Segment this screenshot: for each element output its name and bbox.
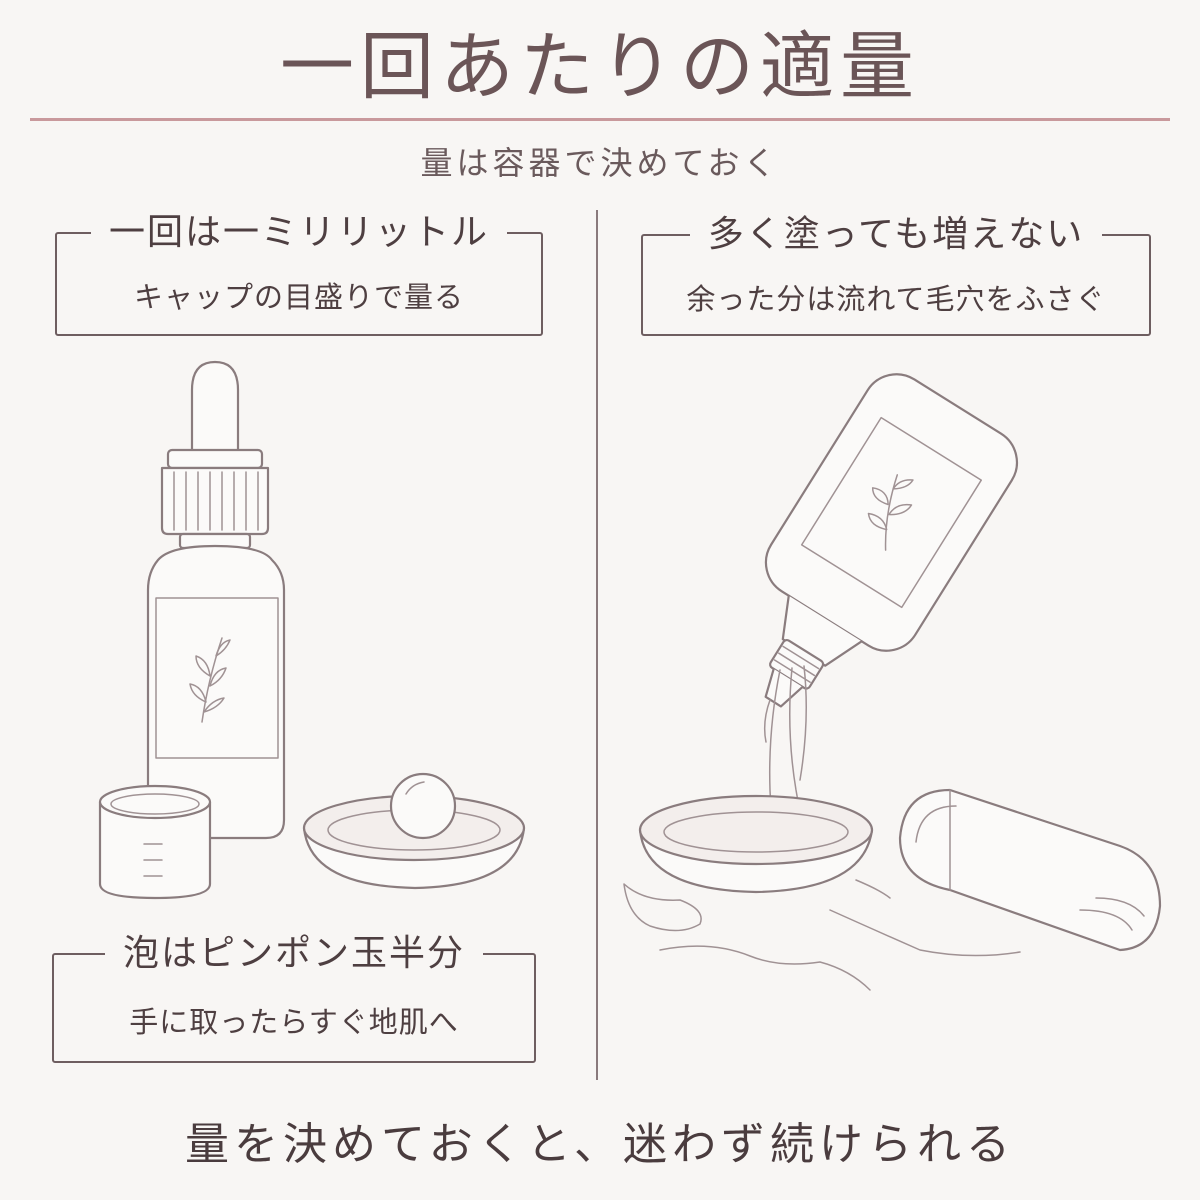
page-title: 一回あたりの適量 <box>280 24 920 110</box>
spill-puddle-icon <box>623 879 1021 991</box>
foam-dish-icon <box>302 772 526 890</box>
title-underline <box>30 118 1170 121</box>
left-top-heading: 一回は一ミリリットル <box>90 212 507 253</box>
leaf-sprig-icon <box>867 474 914 551</box>
left-top-callout: 一回は一ミリリットル キャップの目盛りで量る <box>55 212 543 336</box>
pouring-bottle-illustration <box>623 373 1162 991</box>
overflow-dish-icon <box>638 794 874 894</box>
dropper-bottle-illustration <box>98 360 526 900</box>
center-divider <box>596 210 598 1080</box>
left-bottom-sub: 手に取ったらすぐ地肌へ <box>129 1005 459 1039</box>
page-subtitle: 量は容器で決めておく <box>420 144 780 182</box>
footer-caption: 量を決めておくと、迷わず続けられる <box>185 1119 1015 1170</box>
right-top-callout: 多く塗っても増えない 余った分は流れて毛穴をふさぐ <box>641 214 1151 336</box>
leaf-sprig-icon <box>189 637 231 723</box>
folded-towel-icon <box>898 788 1162 952</box>
left-top-sub: キャップの目盛りで量る <box>133 280 464 314</box>
measuring-cap-icon <box>98 784 212 900</box>
right-top-sub: 余った分は流れて毛穴をふさぐ <box>686 282 1106 316</box>
tilted-bottle-icon <box>764 373 1019 708</box>
left-bottom-callout: 泡はピンポン玉半分 手に取ったらすぐ地肌へ <box>52 933 536 1063</box>
dropper-bulb-icon <box>190 360 240 457</box>
right-top-heading: 多く塗っても増えない <box>689 214 1103 255</box>
left-bottom-heading: 泡はピンポン玉半分 <box>104 933 483 974</box>
